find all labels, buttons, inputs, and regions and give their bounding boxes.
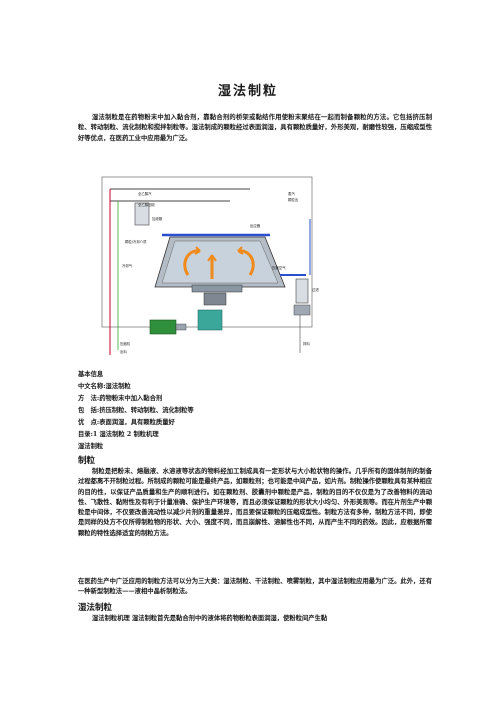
basic-info-heading: 基本信息 <box>78 371 104 378</box>
label-ethanol-recovery: 全乙醇回收 <box>138 202 156 207</box>
label-reactor: 反应器 <box>250 223 261 228</box>
label-filter: 过滤 <box>312 287 319 292</box>
impeller <box>191 284 243 293</box>
vessel-inner <box>161 240 279 284</box>
label-granule-out: 颗粒出 <box>288 197 299 202</box>
page-title: 湿法制粒 <box>217 84 278 99</box>
label-ethanol-vapor: 全乙醇汽 <box>138 191 152 196</box>
intro-paragraph: 湿法制粒是在药物粉末中加入黏合剂，靠黏合剂的桥架或黏结作用使粉末聚结在一起而制备… <box>78 114 432 142</box>
info-row-method: 方 法:药物粉末中加入黏合剂 <box>78 395 163 402</box>
swirl-arrow-right <box>237 249 255 276</box>
toc-line[interactable]: 目录:1 湿法制粒 2 制粒机理 <box>78 431 159 438</box>
pump-left <box>149 319 177 335</box>
section2-paragraph-1: 湿法制粒机理 湿法制粒首先是黏合剂中的液体将药物粉粒表面润湿，使粉粒间产生黏 <box>92 615 328 622</box>
info-row-includes: 包 括:挤压制粒、转动制粒、流化制粒等 <box>78 407 194 414</box>
label-cooling-gas: 冷却气 <box>122 263 133 268</box>
label-discharge: 排料 <box>303 341 310 346</box>
section-heading-wet-granulation: 湿法制粒 <box>78 603 113 613</box>
motor <box>197 309 223 331</box>
label-compressor: 压缩机 <box>120 341 131 346</box>
label-tank: 加液罐 <box>152 216 163 221</box>
info-row-advantages: 优 点:表面润湿，具有颗粒质量好 <box>78 419 175 426</box>
swirl-arrow-left <box>183 249 201 276</box>
toc-item[interactable]: 湿法制粒 <box>78 443 104 450</box>
liquid-tank <box>134 202 150 226</box>
shaft-housing <box>203 292 227 306</box>
label-steam: 蒸汽 <box>288 191 295 196</box>
label-outlet: 出料 <box>120 349 127 354</box>
filter-column <box>295 278 309 304</box>
section1-paragraph-1: 制粒是把粉末、熔融液、水溶液等状态的物料经加工制成具有一定形状与大小粒状物的操作… <box>78 468 432 537</box>
granulator-diagram: 全乙醇汽 全乙醇回收 加液罐 颗粒/冷却介质 冷却气 反应器 蒸汽 颗粒出 压缩… <box>101 176 319 355</box>
section1-paragraph-2: 在医药生产中广泛应用的制粒方法可以分为三大类：湿法制粒、干法制粒、喷雾制粒，其中… <box>78 578 432 596</box>
label-cooling-medium: 颗粒/冷却介质 <box>125 239 147 244</box>
label-compressed-air: 压缩空气 <box>272 265 286 270</box>
section-heading-granulation: 制粒 <box>78 456 96 466</box>
info-row-name: 中文名称:湿法制粒 <box>78 383 131 390</box>
